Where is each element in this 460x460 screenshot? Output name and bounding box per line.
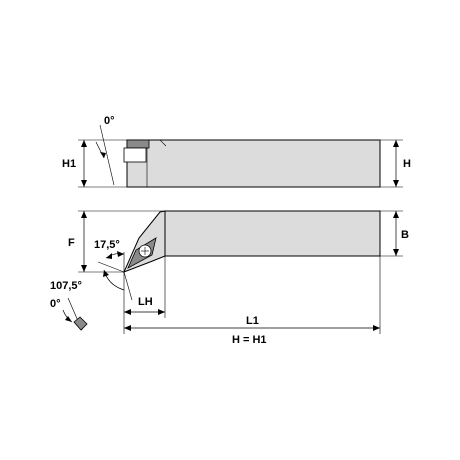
dim-b: B [380,210,409,257]
dim-angle-top: 0° [95,115,115,186]
head-top-strip [126,139,150,149]
plan-view [123,210,381,273]
insert-detail [73,316,88,331]
label-lh: LH [138,296,153,308]
label-h-eq-h1: H = H1 [232,334,267,346]
label-h1: H1 [62,158,76,170]
clamp-step [149,139,167,147]
dim-h: H [380,139,411,188]
dim-angle-175: 17,5° [94,239,125,272]
dim-h1: H1 [62,139,127,188]
label-l1: L1 [246,315,259,327]
label-angle-1075: 107,5° [50,280,82,292]
insert-seat [123,147,147,163]
shank-plan [164,210,381,257]
label-b: B [401,229,409,241]
label-h: H [403,158,411,170]
side-view [123,139,381,188]
dim-lh: LH [123,256,166,318]
dim-f: F [68,210,165,273]
dim-angle-bottom: 0° [50,297,88,331]
label-angle-top: 0° [104,115,115,127]
dim-angle-1075: 107,5° [50,261,133,301]
dim-l1: L1 H = H1 [123,256,381,346]
shank-side [126,139,381,188]
label-angle-175: 17,5° [94,239,120,251]
label-angle-bottom: 0° [50,298,61,310]
label-f: F [68,237,75,249]
